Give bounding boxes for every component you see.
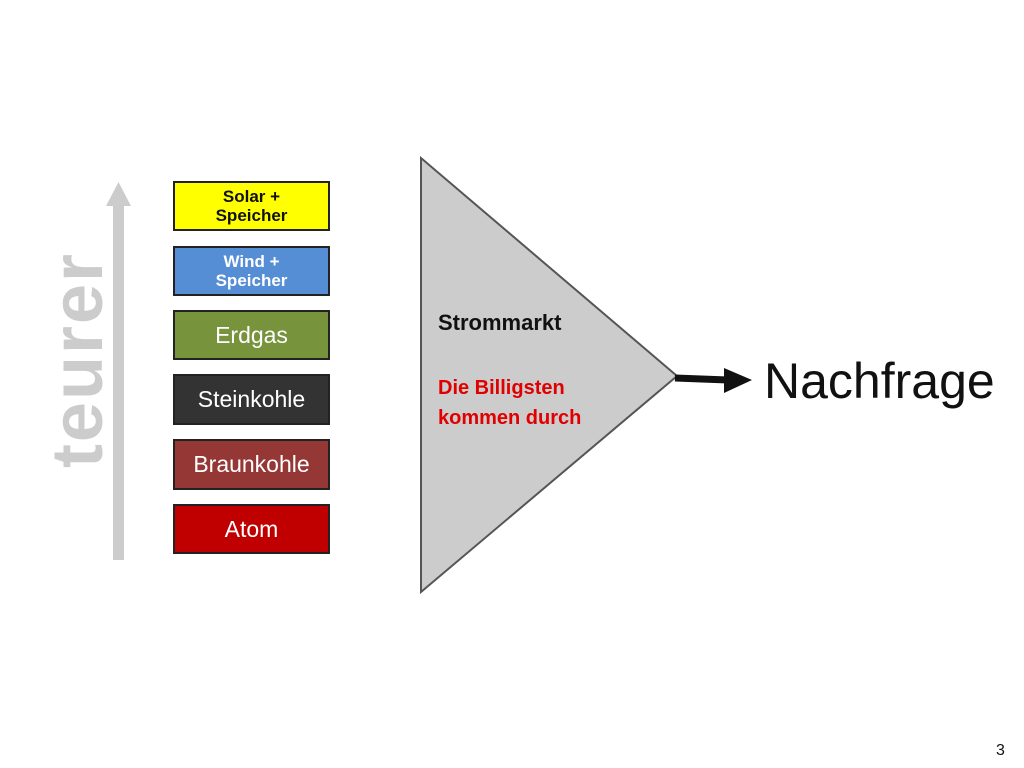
source-label-braunkohle: Braunkohle (193, 451, 310, 477)
market-title: Strommarkt (438, 310, 562, 335)
source-box-steinkohle: Steinkohle (173, 374, 330, 425)
output-arrow (674, 368, 752, 393)
source-box-solar: Solar + Speicher (173, 181, 330, 231)
source-box-erdgas: Erdgas (173, 310, 330, 360)
source-label-erdgas: Erdgas (215, 321, 288, 348)
demand-label: Nachfrage (764, 353, 995, 409)
source-box-atom: Atom (173, 504, 330, 554)
market-subtitle: Die Billigsten kommen durch (438, 377, 582, 429)
cost-axis-arrowhead (106, 182, 131, 206)
source-label-steinkohle: Steinkohle (197, 386, 306, 412)
source-box-wind: Wind + Speicher (173, 246, 330, 296)
axis-label-teurer: teurer (38, 251, 118, 469)
page-number: 3 (996, 742, 1005, 759)
output-arrowhead (724, 368, 752, 393)
cost-axis-arrow (106, 182, 131, 560)
cost-axis-shaft (113, 204, 124, 560)
source-label-wind: Wind + Speicher (215, 252, 288, 290)
source-box-braunkohle: Braunkohle (173, 439, 330, 490)
market-funnel (420, 155, 679, 595)
output-arrow-shaft (674, 374, 729, 384)
source-label-atom: Atom (224, 515, 279, 542)
source-label-solar: Solar + Speicher (215, 187, 288, 225)
